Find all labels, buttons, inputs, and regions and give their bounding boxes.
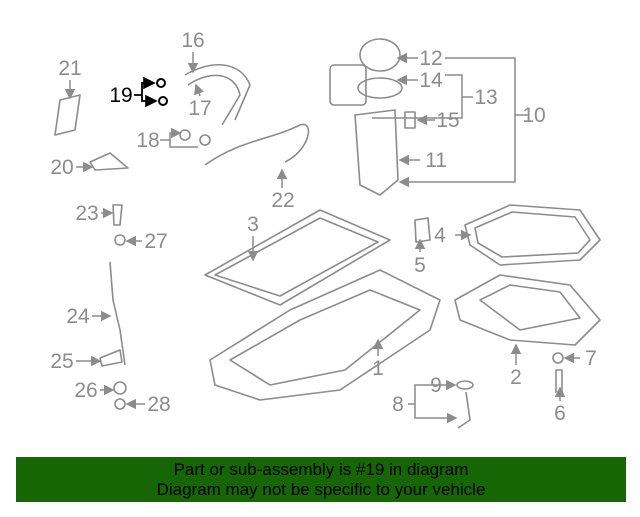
part-20-bracket[interactable] xyxy=(89,152,129,171)
callout-18[interactable]: 18 xyxy=(136,129,159,152)
small-parts[interactable] xyxy=(99,111,564,429)
leader-lines xyxy=(64,52,580,424)
callout-15[interactable]: 15 xyxy=(436,109,459,132)
oil-pan-upper[interactable] xyxy=(209,269,441,401)
callout-23[interactable]: 23 xyxy=(75,202,98,225)
callout-27[interactable]: 27 xyxy=(144,230,167,253)
callout-4[interactable]: 4 xyxy=(434,224,446,247)
callout-9[interactable]: 9 xyxy=(430,374,442,397)
callout-20[interactable]: 20 xyxy=(50,156,73,179)
callout-17[interactable]: 17 xyxy=(188,97,211,120)
callout-21[interactable]: 21 xyxy=(58,57,81,80)
part-19-seals[interactable] xyxy=(156,78,168,106)
gasket-4[interactable] xyxy=(464,204,601,266)
callout-13[interactable]: 13 xyxy=(474,86,497,109)
callout-6[interactable]: 6 xyxy=(554,402,566,425)
oil-filter-housing[interactable] xyxy=(329,38,403,196)
callout-labels: 1 2 3 4 5 6 7 8 9 10 11 12 13 14 15 16 1… xyxy=(50,29,597,425)
banner-line-part: Part or sub-assembly is #19 in diagram xyxy=(173,460,469,479)
oil-pan-lower[interactable] xyxy=(454,274,601,346)
callout-2[interactable]: 2 xyxy=(510,366,522,389)
callout-12[interactable]: 12 xyxy=(419,47,442,70)
callout-10[interactable]: 10 xyxy=(522,104,545,127)
callout-1[interactable]: 1 xyxy=(372,357,384,380)
callout-3[interactable]: 3 xyxy=(247,213,259,236)
callout-14[interactable]: 14 xyxy=(419,69,443,92)
callout-24[interactable]: 24 xyxy=(66,305,90,328)
callout-16[interactable]: 16 xyxy=(181,29,204,52)
dipstick-tube[interactable] xyxy=(109,261,126,366)
callout-5[interactable]: 5 xyxy=(414,254,426,277)
callout-25[interactable]: 25 xyxy=(50,350,73,373)
gasket-3[interactable] xyxy=(204,209,391,306)
callout-7[interactable]: 7 xyxy=(585,347,597,370)
info-banner: Part or sub-assembly is #19 in diagram D… xyxy=(16,457,626,502)
callout-22[interactable]: 22 xyxy=(271,189,294,212)
callout-19-highlighted[interactable]: 19 xyxy=(109,84,132,107)
callout-11[interactable]: 11 xyxy=(425,149,447,172)
callout-8[interactable]: 8 xyxy=(392,393,404,416)
banner-line-disclaimer: Diagram may not be specific to your vehi… xyxy=(156,480,486,499)
callout-28[interactable]: 28 xyxy=(147,393,170,416)
callout-26[interactable]: 26 xyxy=(74,379,97,402)
part-21-bracket[interactable] xyxy=(54,94,81,136)
